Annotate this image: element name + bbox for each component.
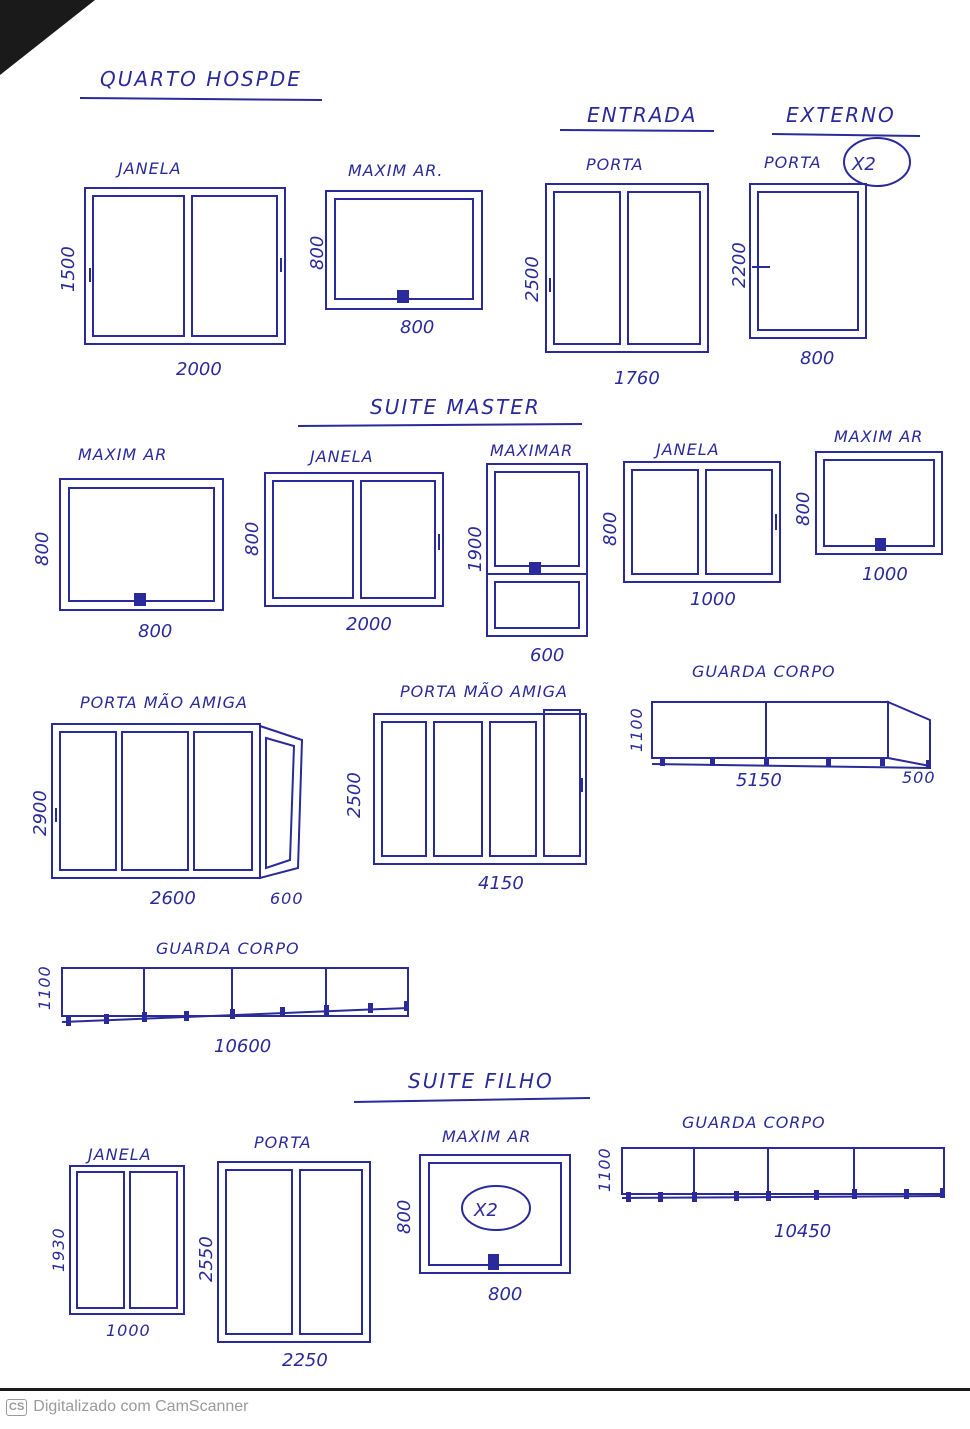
section-underline (297, 423, 583, 427)
door-single (749, 183, 867, 339)
door-label: PORTA MÃO AMIGA (80, 693, 248, 712)
dimension-width: 4150 (478, 873, 524, 894)
dimension-height: 800 (32, 532, 53, 566)
railing-label: GUARDA CORPO (156, 939, 300, 958)
quantity-badge: X2 (473, 1200, 498, 1221)
dimension-width: 10600 (214, 1036, 271, 1057)
dimension-height: 800 (307, 236, 328, 270)
door-label: PORTA MÃO AMIGA (400, 682, 568, 701)
dimension-width: 1000 (862, 564, 908, 585)
dimension-height: 2900 (30, 790, 51, 836)
window-label: JANELA (307, 447, 374, 466)
railing-label: GUARDA CORPO (692, 662, 836, 681)
window-label: MAXIMAR (490, 441, 573, 460)
dimension-height: 1100 (35, 965, 54, 1010)
dimension-width: 2000 (346, 614, 392, 635)
folding-door-4-leaf (373, 709, 587, 865)
dimension-height: 1100 (627, 707, 646, 752)
glass-railing-straight (621, 1147, 945, 1202)
window-label: JANELA (115, 159, 182, 178)
dimension-width: 800 (800, 348, 834, 369)
section-underline (79, 97, 323, 101)
window-label: MAXIM AR (834, 427, 923, 446)
door-2-leaf (545, 183, 709, 353)
quantity-circle (461, 1185, 531, 1231)
window-label: MAXIM AR. (348, 161, 443, 180)
door-label: PORTA (764, 153, 822, 172)
dimension-height: 2500 (344, 772, 365, 818)
dimension-height: 800 (394, 1200, 415, 1234)
window-label: MAXIM AR (78, 445, 167, 464)
dimension-width: 10450 (774, 1221, 831, 1242)
awning-window (59, 478, 224, 611)
dimension-height: 1900 (465, 526, 486, 572)
sliding-window-2-panel-tall (69, 1165, 185, 1315)
dimension-height: 2200 (729, 242, 750, 288)
dimension-height: 2500 (522, 256, 543, 302)
railing-label: GUARDA CORPO (682, 1113, 826, 1132)
dimension-width: 1000 (106, 1321, 151, 1340)
dimension-width: 1000 (690, 589, 736, 610)
awning-window (325, 190, 483, 310)
dimension-height: 800 (600, 512, 621, 546)
window-label: JANELA (85, 1145, 152, 1164)
section-underline (771, 133, 921, 137)
sliding-window-2-panel (623, 461, 781, 583)
glass-railing-l-shaped (651, 700, 931, 769)
sliding-window-2-panel (84, 187, 286, 345)
sliding-window-2-panel (264, 472, 444, 607)
section-title-quarto-hospede: QUARTO HOSPDE (100, 67, 302, 91)
dimension-width-return: 500 (902, 768, 936, 787)
dimension-height: 800 (242, 522, 263, 556)
dimension-width: 5150 (736, 770, 782, 791)
dimension-height: 1500 (58, 246, 79, 292)
dimension-width: 2000 (176, 359, 222, 380)
quantity-circle (843, 137, 911, 187)
camscanner-watermark: CS Digitalizado com CamScanner (6, 1398, 248, 1416)
dimension-height: 1930 (49, 1227, 68, 1272)
door-2-leaf (217, 1161, 371, 1343)
dimension-width: 800 (138, 621, 172, 642)
window-label: JANELA (653, 440, 720, 459)
section-title-suite-master: SUITE MASTER (370, 395, 541, 419)
dimension-height: 1100 (595, 1147, 614, 1192)
watermark-text: Digitalizado com CamScanner (33, 1398, 249, 1415)
dimension-height: 800 (793, 492, 814, 526)
dimension-width: 2600 (150, 888, 196, 909)
section-underline (559, 129, 715, 132)
scan-edge (0, 1388, 970, 1391)
dimension-height: 2550 (196, 1236, 217, 1282)
section-title-entrada: ENTRADA (587, 103, 697, 127)
door-label: PORTA (586, 155, 644, 174)
dimension-width: 800 (488, 1284, 522, 1305)
awning-window-tall (486, 463, 588, 637)
section-underline (353, 1097, 591, 1103)
dimension-width: 1760 (614, 368, 660, 389)
section-title-externo: EXTERNO (786, 103, 896, 127)
dimension-width: 600 (530, 645, 564, 666)
scan-corner (0, 0, 95, 75)
glass-railing-straight (61, 967, 409, 1026)
folding-door-4-leaf (51, 723, 304, 880)
door-label: PORTA (254, 1133, 312, 1152)
dimension-width: 800 (400, 317, 434, 338)
section-title-suite-filho: SUITE FILHO (408, 1069, 554, 1093)
dimension-width-folding: 600 (270, 889, 304, 908)
dimension-width: 2250 (282, 1350, 328, 1371)
quantity-badge: X2 (851, 154, 876, 175)
window-label: MAXIM AR (442, 1127, 531, 1146)
awning-window (419, 1154, 571, 1274)
awning-window (815, 451, 943, 555)
camscanner-logo: CS (6, 1398, 28, 1416)
